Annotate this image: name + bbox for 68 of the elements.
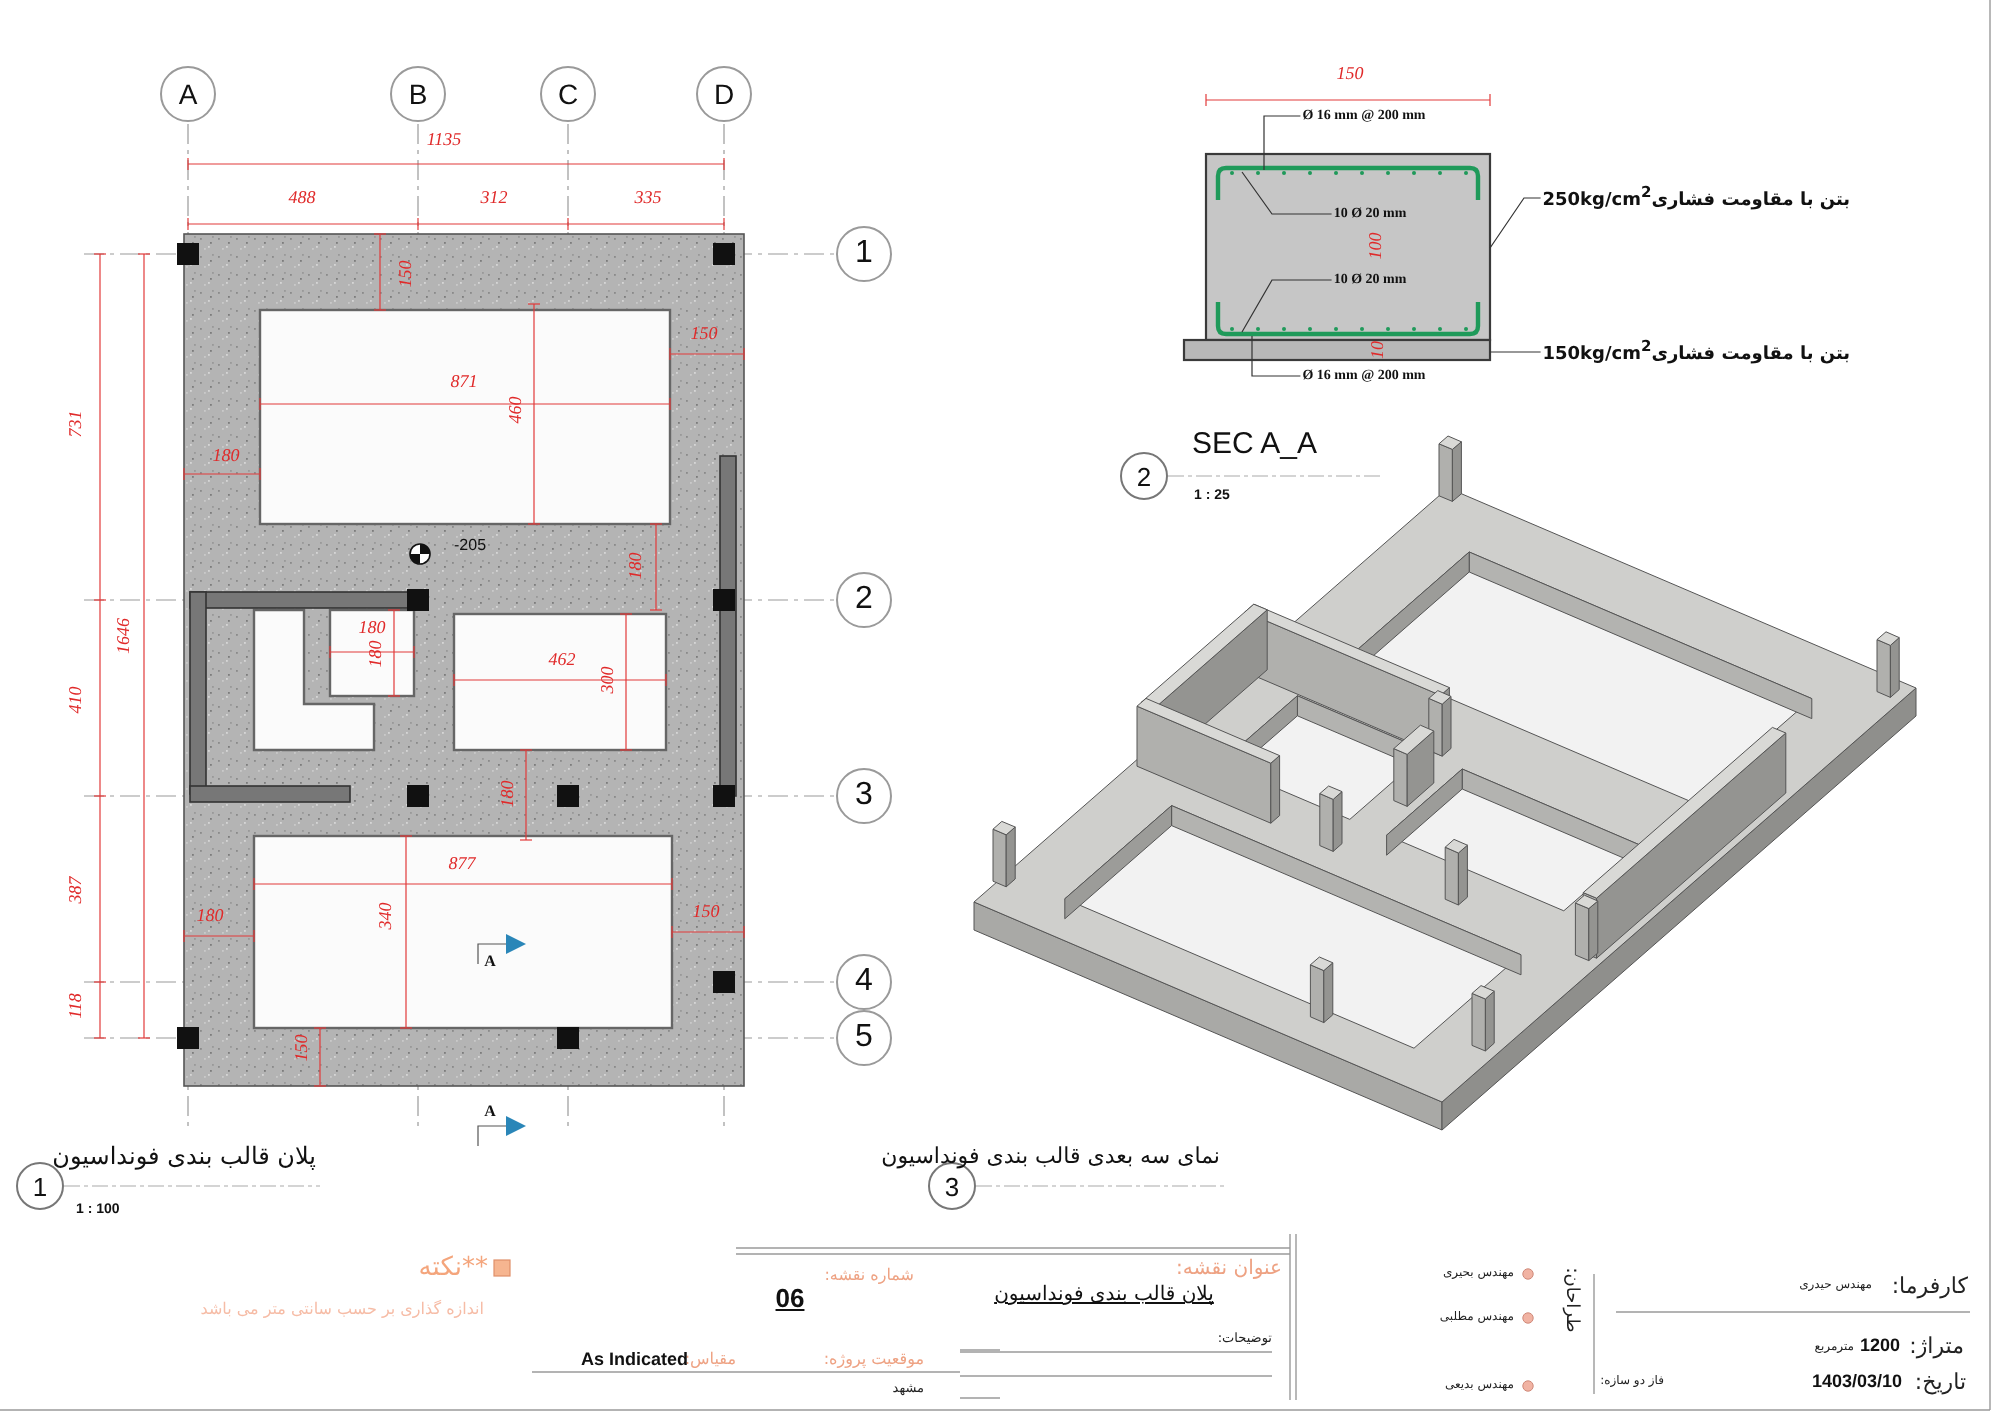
dimension-text: 410 [67, 686, 85, 714]
dimension-text: 312 [480, 189, 508, 207]
dimension-text: 180 [627, 552, 645, 580]
field-label: متراژ: [1909, 1335, 1964, 1357]
rebar [1215, 165, 1481, 200]
field-value: 1403/03/10 [1811, 1373, 1902, 1391]
dimension-text: 877 [448, 855, 476, 873]
dimension-text: 150 [690, 325, 718, 343]
dimension-text: 300 [599, 666, 617, 694]
field-value: As Indicated [580, 1351, 688, 1369]
dimension-text: 462 [548, 651, 576, 669]
dimension-text: 180 [367, 640, 385, 668]
leader-line [1241, 279, 1333, 333]
dimension-text: 150 [397, 260, 415, 288]
grid-bubble: B [390, 66, 446, 122]
dimension-text: 180 [212, 447, 240, 465]
grid-bubble: 1 [836, 226, 892, 282]
drawing-title: پلان قالب بندی فونداسیون [994, 1286, 1214, 1306]
dimension-text: 488 [288, 189, 316, 207]
elevation-text: -205 [454, 538, 487, 554]
note-heading: نکته** [418, 1255, 488, 1281]
sheet-number: 06 [775, 1285, 805, 1311]
dimension-text: 150 [293, 1034, 311, 1062]
section-mark-letter: A [484, 954, 496, 970]
rebar [1215, 302, 1481, 337]
section-mark-letter: A [484, 1104, 496, 1120]
dimension-text: 100 [1367, 232, 1385, 260]
grid-bubble: 3 [836, 768, 892, 824]
dimension-text: 150 [692, 903, 720, 921]
grid-bubble: D [696, 66, 752, 122]
field-label: موقعیت پروژه: [823, 1352, 924, 1368]
leader-line [1241, 171, 1333, 215]
field-label: عنوان نقشه: [1176, 1260, 1282, 1280]
dimension-text: 180 [196, 907, 224, 925]
dimension-text: 180 [499, 780, 517, 808]
designers-heading: طراحان: [1561, 1267, 1579, 1333]
dimension-text: 731 [67, 410, 85, 438]
field-label: تاریخ: [1914, 1371, 1966, 1393]
view-number-bubble: 2 [1120, 452, 1168, 500]
dimension-text: 180 [358, 619, 386, 637]
field-label: کارفرما: [1891, 1275, 1968, 1297]
note-text: اندازه گذاری بر حسب سانتی متر می باشد [200, 1302, 484, 1318]
leader-line [1489, 197, 1542, 249]
view-title: پلان قالب بندی فونداسیون [52, 1144, 316, 1168]
view-title: SEC A_A [1192, 429, 1318, 459]
field-label: مقیاس: [684, 1352, 736, 1368]
dimension-text: 335 [634, 189, 662, 207]
grid-bubble: 5 [836, 1010, 892, 1066]
dimension-text: 10 [1369, 341, 1387, 359]
leader-line [1263, 115, 1301, 171]
dimension-text: 871 [450, 373, 478, 391]
dimension-text: 150 [1336, 65, 1364, 83]
grid-bubble: 4 [836, 954, 892, 1010]
leader-line [1489, 351, 1542, 353]
dimension-text: 340 [377, 902, 395, 930]
grid-bubble: 2 [836, 572, 892, 628]
field-label: شماره نقشه: [824, 1268, 914, 1284]
leader-line [1251, 335, 1301, 377]
dimension-text: 387 [67, 876, 85, 904]
lean-concrete-layer [1182, 338, 1492, 362]
grid-bubble: C [540, 66, 596, 122]
dimension-text: 460 [507, 396, 525, 424]
concrete-wall-section [1204, 152, 1492, 342]
grid-bubble: A [160, 66, 216, 122]
dimension-text: 118 [67, 993, 85, 1019]
field-value: 1200 [1859, 1337, 1900, 1355]
dimension-text: 1135 [426, 131, 462, 149]
dimension-text: 1646 [115, 618, 133, 654]
